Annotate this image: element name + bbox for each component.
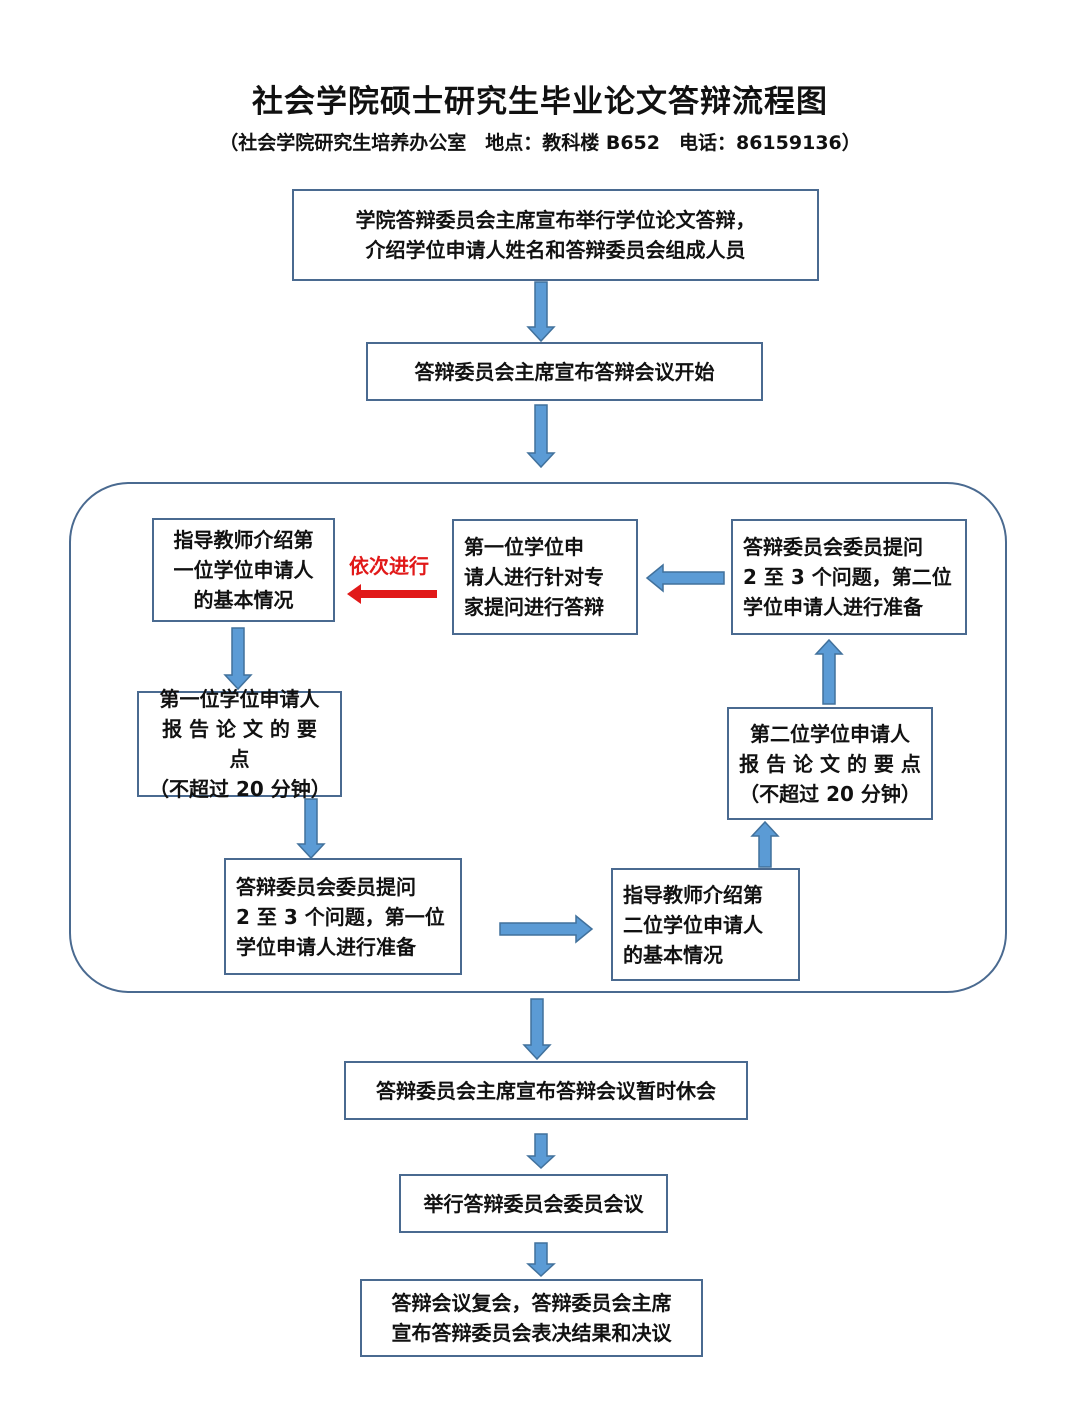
loop-first-answers: 第一位学位申 请人进行针对专 家提问进行答辩 [452, 519, 638, 635]
arrow-loop-to-s3 [522, 998, 552, 1061]
arrow-b1-to-b2 [223, 627, 253, 691]
step-meeting-start: 答辩委员会主席宣布答辩会议开始 [366, 342, 763, 401]
step-meeting-start-text: 答辩委员会主席宣布答辩会议开始 [414, 359, 715, 384]
loop-advisor-intro-second: 指导教师介绍第 二位学位申请人 的基本情况 [611, 868, 800, 981]
loop-committee-questions-first-line1: 答辩委员会委员提问 [236, 874, 416, 899]
loop-advisor-intro-first-line2: 一位学位申请人 [173, 558, 314, 582]
arrow-s1-to-s2 [526, 281, 556, 343]
step-announce-defense-line2: 介绍学位申请人姓名和答辩委员会组成人员 [365, 238, 746, 262]
loop-first-answers-line3: 家提问进行答辩 [464, 595, 604, 619]
step-committee-meeting-text: 举行答辩委员会委员会议 [423, 1191, 644, 1216]
loop-advisor-intro-second-line2: 二位学位申请人 [623, 912, 763, 937]
loop-first-report: 第一位学位申请人 报 告 论 文 的 要 点 （不超过 20 分钟） [137, 687, 342, 801]
step-announce-defense-line1: 学院答辩委员会主席宣布举行学位论文答辩， [355, 208, 756, 232]
step-resume-announce-result-line1: 答辩会议复会，答辩委员会主席 [391, 1291, 672, 1315]
loop-committee-questions-second-line1: 答辩委员会委员提问 [743, 535, 923, 559]
loop-second-report: 第二位学位申请人 报 告 论 文 的 要 点 （不超过 20 分钟） [727, 707, 933, 820]
loop-committee-questions-first-line2: 2 至 3 个问题，第一位 [236, 904, 445, 929]
step-adjourn: 答辩委员会主席宣布答辩会议暂时休会 [344, 1061, 748, 1120]
page-subtitle: （社会学院研究生培养办公室 地点：教科楼 B652 电话：86159136） [219, 132, 861, 154]
loop-advisor-intro-second-line1: 指导教师介绍第 [623, 882, 763, 907]
loop-advisor-intro-first-line3: 的基本情况 [193, 588, 294, 612]
loop-first-answers-line1: 第一位学位申 [464, 535, 584, 559]
loop-committee-questions-first: 答辩委员会委员提问 2 至 3 个问题，第一位 学位申请人进行准备 [224, 858, 462, 975]
loop-committee-questions-second: 答辩委员会委员提问 2 至 3 个问题，第二位 学位申请人进行准备 [731, 519, 967, 635]
arrow-b4-to-b5 [750, 820, 780, 868]
step-resume-announce-result-line2: 宣布答辩委员会表决结果和决议 [391, 1321, 672, 1345]
loop-advisor-intro-first: 指导教师介绍第 一位学位申请人 的基本情况 [152, 518, 335, 622]
step-adjourn-text: 答辩委员会主席宣布答辩会议暂时休会 [376, 1078, 716, 1103]
arrow-s2-to-loop [526, 404, 556, 469]
step-committee-meeting: 举行答辩委员会委员会议 [399, 1174, 668, 1233]
loop-second-report-line3: （不超过 20 分钟） [739, 781, 921, 806]
loop-advisor-intro-first-line1: 指导教师介绍第 [173, 528, 314, 552]
loop-second-report-line1: 第二位学位申请人 [750, 721, 910, 746]
arrow-b5-to-b6 [814, 638, 844, 705]
loop-committee-questions-second-line3: 学位申请人进行准备 [743, 595, 923, 619]
arrow-s3-to-s4 [526, 1133, 556, 1170]
defense-loop-container [69, 482, 1007, 993]
page-title: 社会学院硕士研究生毕业论文答辩流程图 [252, 84, 828, 120]
loop-committee-questions-second-line2: 2 至 3 个问题，第二位 [743, 565, 952, 589]
loop-first-answers-line2: 请人进行针对专 [464, 565, 604, 589]
arrow-b3-to-b4 [499, 914, 594, 944]
loop-second-report-line2: 报 告 论 文 的 要 点 [739, 751, 921, 776]
loop-committee-questions-first-line3: 学位申请人进行准备 [236, 934, 416, 959]
loop-advisor-intro-second-line3: 的基本情况 [623, 942, 723, 967]
step-resume-announce-result: 答辩会议复会，答辩委员会主席 宣布答辩委员会表决结果和决议 [360, 1279, 703, 1357]
loop-first-report-line2: 报 告 论 文 的 要 点 [162, 717, 317, 771]
arrow-b7-to-b1-sequence [347, 584, 437, 604]
loop-first-report-line3: （不超过 20 分钟） [149, 777, 331, 801]
arrow-s4-to-s5 [526, 1242, 556, 1278]
loop-first-report-line1: 第一位学位申请人 [159, 687, 320, 711]
step-announce-defense: 学院答辩委员会主席宣布举行学位论文答辩， 介绍学位申请人姓名和答辩委员会组成人员 [292, 189, 819, 281]
arrow-b6-to-b7 [645, 563, 725, 593]
sequence-label: 依次进行 [349, 554, 429, 578]
arrow-b2-to-b3 [296, 798, 326, 860]
